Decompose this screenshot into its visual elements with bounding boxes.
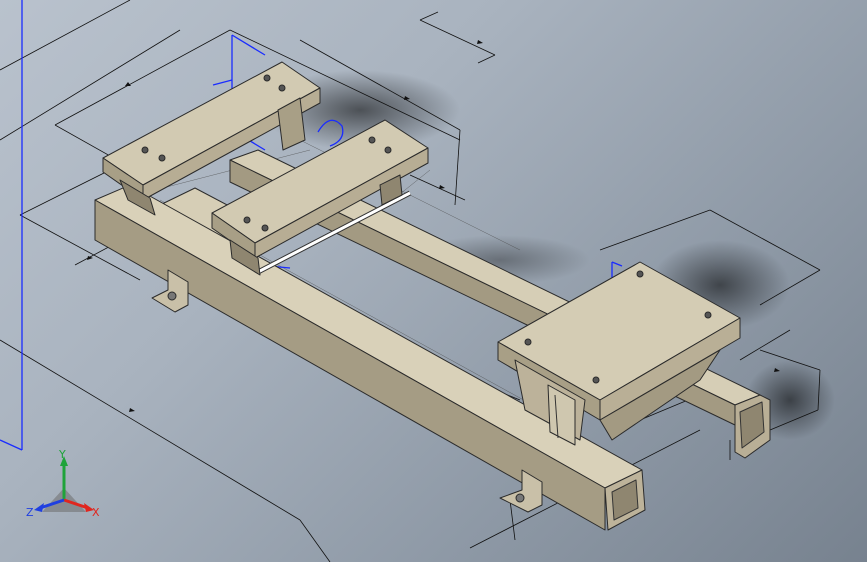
front-rail-side — [94, 199, 606, 531]
bracket-front-left — [151, 269, 189, 313]
right-plate[interactable] — [497, 261, 741, 446]
dimension-arrowheads — [87, 40, 780, 412]
back-rail-end-hole — [739, 401, 765, 449]
triad-x-axis — [63, 498, 89, 510]
triad-z-axis — [39, 498, 65, 510]
mounting-brackets[interactable] — [151, 269, 543, 513]
triad-y-label: Y — [58, 450, 66, 461]
bracket-front-right — [499, 469, 543, 513]
orientation-triad[interactable]: Y X Z — [24, 450, 104, 530]
triad-z-arrow — [34, 503, 44, 512]
front-rail-end-hole — [611, 479, 639, 521]
triad-y-arrow — [60, 456, 68, 466]
left-plate[interactable] — [102, 61, 321, 216]
triad-z-label: Z — [26, 506, 34, 519]
middle-plate[interactable] — [211, 119, 429, 276]
hopper-right — [599, 349, 721, 441]
triad-x-arrow — [84, 503, 94, 512]
slide-rod — [256, 190, 412, 275]
triad-x-label: X — [92, 506, 100, 519]
